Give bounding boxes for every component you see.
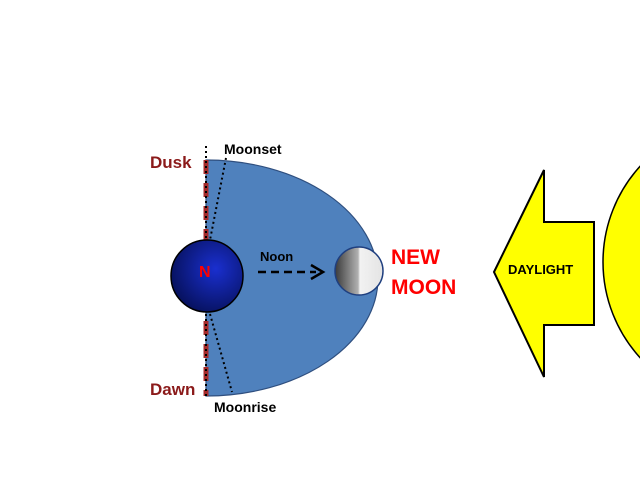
daylight-arrow xyxy=(492,169,595,378)
earth-pole-label: N xyxy=(199,264,211,281)
phase-label-line2: MOON xyxy=(391,276,457,299)
dawn-label: Dawn xyxy=(150,380,196,399)
moonset-sightline xyxy=(209,157,227,241)
moonset-label: Moonset xyxy=(224,141,282,157)
dusk-label: Dusk xyxy=(150,153,192,172)
moonrise-label: Moonrise xyxy=(214,399,277,415)
moonrise-sightline xyxy=(209,313,233,393)
noon-arrowhead xyxy=(310,263,326,281)
daylight-label: DAYLIGHT xyxy=(508,262,574,277)
noon-label: Noon xyxy=(260,249,294,264)
sun xyxy=(602,165,640,359)
earth xyxy=(170,239,244,313)
moon xyxy=(334,246,384,296)
phase-label-line1: NEW xyxy=(391,246,440,269)
